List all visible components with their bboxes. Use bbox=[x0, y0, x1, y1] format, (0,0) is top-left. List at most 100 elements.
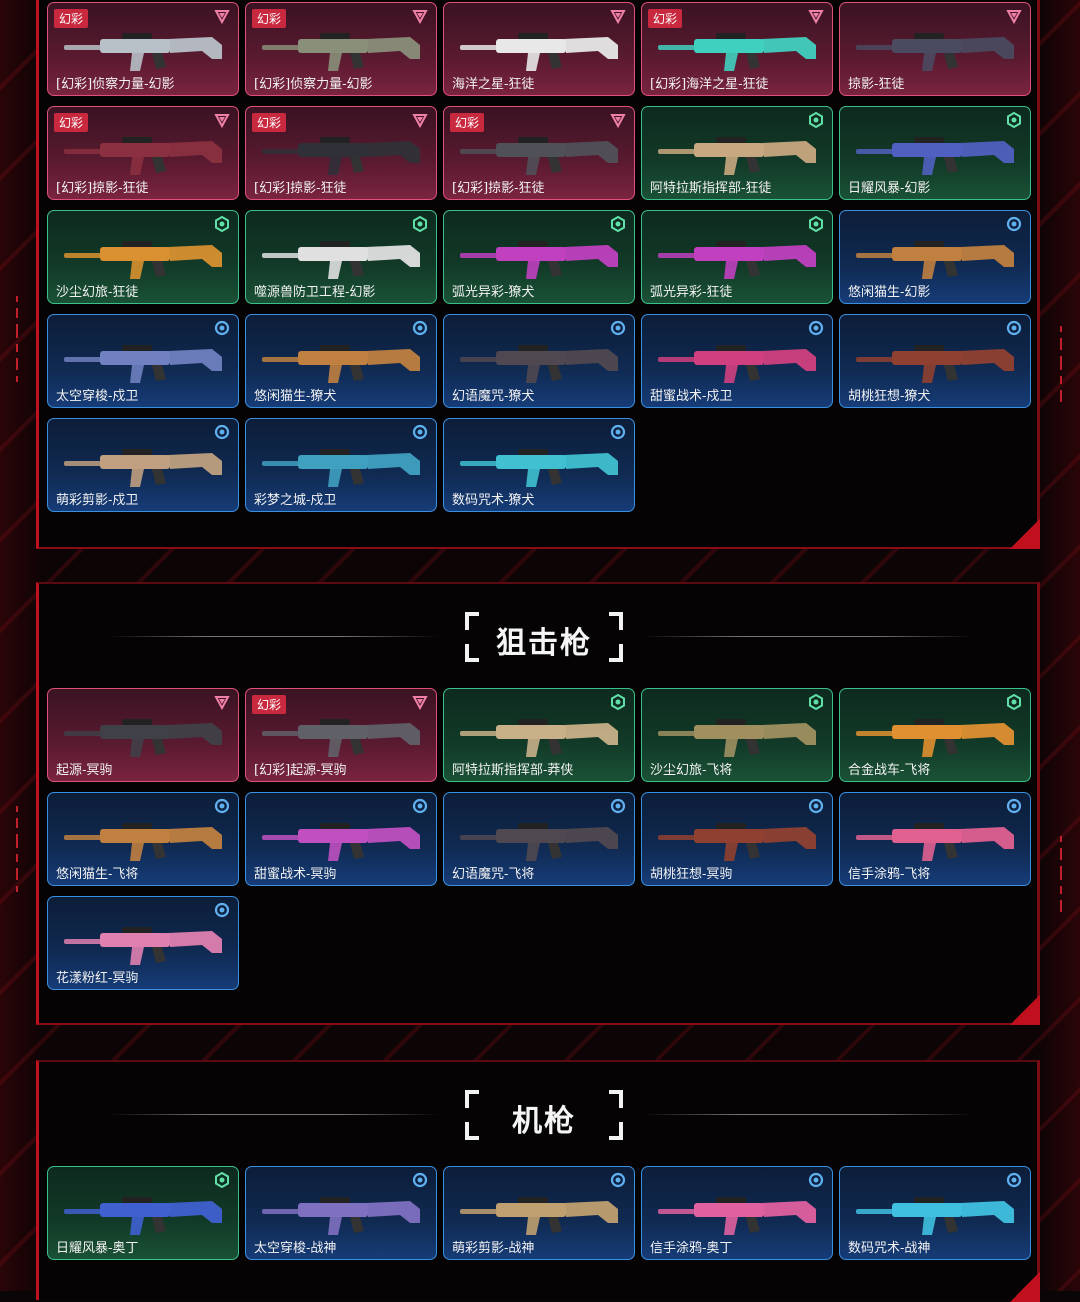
hexagon-rarity-icon bbox=[808, 111, 824, 129]
skin-name: 沙尘幻旅-飞将 bbox=[642, 761, 832, 781]
weapon-image bbox=[458, 129, 622, 179]
skin-name: 悠闲猫生-幻影 bbox=[840, 283, 1030, 303]
skin-card[interactable]: 数码咒术-战神 bbox=[839, 1166, 1031, 1260]
triangle-rarity-icon bbox=[214, 694, 230, 711]
variant-tag: 幻彩 bbox=[252, 113, 287, 132]
skin-card[interactable]: 海洋之星-狂徒 bbox=[443, 2, 635, 96]
weapon-image bbox=[260, 815, 424, 865]
variant-tag: 幻彩 bbox=[252, 9, 287, 28]
skin-card[interactable]: 太空穿梭-戍卫 bbox=[47, 314, 239, 408]
skin-card[interactable]: 沙尘幻旅-飞将 bbox=[641, 688, 833, 782]
skin-card[interactable]: 彩梦之城-戍卫 bbox=[245, 418, 437, 512]
skin-card[interactable]: 沙尘幻旅-狂徒 bbox=[47, 210, 239, 304]
skin-card[interactable]: 幻彩[幻彩]侦察力量-幻影 bbox=[47, 2, 239, 96]
skin-card[interactable]: 信手涂鸦-飞将 bbox=[839, 792, 1031, 886]
circle-rarity-icon bbox=[214, 320, 230, 336]
section-title: 狙击枪 bbox=[39, 612, 1043, 662]
skin-name: 起源-冥驹 bbox=[48, 761, 238, 781]
weapon-image bbox=[260, 711, 424, 761]
skin-name: 弧光异彩-狂徒 bbox=[642, 283, 832, 303]
circle-rarity-icon bbox=[214, 424, 230, 440]
skin-card[interactable]: 花漾粉红-冥驹 bbox=[47, 896, 239, 990]
skin-card[interactable]: 合金战车-飞将 bbox=[839, 688, 1031, 782]
skin-name: [幻彩]掠影-狂徒 bbox=[444, 179, 634, 199]
skin-card[interactable]: 掠影-狂徒 bbox=[839, 2, 1031, 96]
weapon-image bbox=[458, 711, 622, 761]
circle-rarity-icon bbox=[412, 1172, 428, 1188]
skin-name: 数码咒术-獠犬 bbox=[444, 491, 634, 511]
skin-card[interactable]: 幻语魔咒-飞将 bbox=[443, 792, 635, 886]
skin-name: 萌彩剪影-戍卫 bbox=[48, 491, 238, 511]
right-side-marks-2 bbox=[1058, 830, 1064, 918]
variant-tag: 幻彩 bbox=[54, 9, 89, 28]
skin-card[interactable]: 幻彩[幻彩]掠影-狂徒 bbox=[47, 106, 239, 200]
skin-card[interactable]: 萌彩剪影-戍卫 bbox=[47, 418, 239, 512]
bracket-left bbox=[463, 1090, 479, 1140]
skin-card[interactable]: 幻彩[幻彩]起源-冥驹 bbox=[245, 688, 437, 782]
skin-card[interactable]: 胡桃狂想-獠犬 bbox=[839, 314, 1031, 408]
mg-title: 机枪 bbox=[512, 1104, 576, 1139]
skin-card[interactable]: 信手涂鸦-奥丁 bbox=[641, 1166, 833, 1260]
skin-card[interactable]: 幻彩[幻彩]侦察力量-幻影 bbox=[245, 2, 437, 96]
hexagon-rarity-icon bbox=[214, 1171, 230, 1189]
skin-name: 太空穿梭-戍卫 bbox=[48, 387, 238, 407]
skin-card[interactable]: 数码咒术-獠犬 bbox=[443, 418, 635, 512]
skin-card[interactable]: 甜蜜战术-冥驹 bbox=[245, 792, 437, 886]
weapon-image bbox=[62, 129, 226, 179]
triangle-rarity-icon bbox=[412, 112, 428, 129]
skin-card[interactable]: 悠闲猫生-幻影 bbox=[839, 210, 1031, 304]
skin-card[interactable]: 悠闲猫生-飞将 bbox=[47, 792, 239, 886]
circle-rarity-icon bbox=[412, 320, 428, 336]
skin-name: 掠影-狂徒 bbox=[840, 75, 1030, 95]
skin-card[interactable]: 萌彩剪影-战神 bbox=[443, 1166, 635, 1260]
weapon-image bbox=[854, 129, 1018, 179]
skin-card[interactable]: 阿特拉斯指挥部-狂徒 bbox=[641, 106, 833, 200]
weapon-image bbox=[656, 129, 820, 179]
weapon-image bbox=[854, 337, 1018, 387]
hexagon-rarity-icon bbox=[412, 215, 428, 233]
skin-card[interactable]: 幻彩[幻彩]海洋之星-狂徒 bbox=[641, 2, 833, 96]
weapon-image bbox=[656, 337, 820, 387]
variant-tag: 幻彩 bbox=[252, 695, 287, 714]
left-side-marks-2 bbox=[14, 800, 20, 898]
skin-name: 合金战车-飞将 bbox=[840, 761, 1030, 781]
skin-card[interactable]: 日耀风暴-奥丁 bbox=[47, 1166, 239, 1260]
circle-rarity-icon bbox=[808, 320, 824, 336]
weapon-image bbox=[458, 233, 622, 283]
skin-card[interactable]: 幻彩[幻彩]掠影-狂徒 bbox=[245, 106, 437, 200]
variant-tag: 幻彩 bbox=[54, 113, 89, 132]
weapon-image bbox=[656, 1189, 820, 1239]
weapon-image bbox=[854, 25, 1018, 75]
skin-card[interactable]: 弧光异彩-獠犬 bbox=[443, 210, 635, 304]
hexagon-rarity-icon bbox=[610, 693, 626, 711]
skin-card[interactable]: 日耀风暴-幻影 bbox=[839, 106, 1031, 200]
triangle-rarity-icon bbox=[412, 8, 428, 25]
skin-name: 胡桃狂想-冥驹 bbox=[642, 865, 832, 885]
skin-card[interactable]: 悠闲猫生-獠犬 bbox=[245, 314, 437, 408]
skin-card[interactable]: 噬源兽防卫工程-幻影 bbox=[245, 210, 437, 304]
weapon-image bbox=[260, 1189, 424, 1239]
skin-card[interactable]: 幻语魔咒-獠犬 bbox=[443, 314, 635, 408]
hexagon-rarity-icon bbox=[1006, 111, 1022, 129]
skin-card[interactable]: 胡桃狂想-冥驹 bbox=[641, 792, 833, 886]
hexagon-rarity-icon bbox=[214, 215, 230, 233]
skin-card[interactable]: 幻彩[幻彩]掠影-狂徒 bbox=[443, 106, 635, 200]
skin-card[interactable]: 阿特拉斯指挥部-莽侠 bbox=[443, 688, 635, 782]
hexagon-rarity-icon bbox=[808, 693, 824, 711]
skin-card[interactable]: 太空穿梭-战神 bbox=[245, 1166, 437, 1260]
weapon-image bbox=[62, 711, 226, 761]
weapon-image bbox=[260, 25, 424, 75]
sniper-title: 狙击枪 bbox=[496, 626, 592, 661]
circle-rarity-icon bbox=[610, 424, 626, 440]
skin-card[interactable]: 起源-冥驹 bbox=[47, 688, 239, 782]
skin-card[interactable]: 弧光异彩-狂徒 bbox=[641, 210, 833, 304]
skin-name: 信手涂鸦-奥丁 bbox=[642, 1239, 832, 1259]
variant-tag: 幻彩 bbox=[648, 9, 683, 28]
circle-rarity-icon bbox=[610, 1172, 626, 1188]
weapon-image bbox=[260, 441, 424, 491]
skin-name: 幻语魔咒-飞将 bbox=[444, 865, 634, 885]
circle-rarity-icon bbox=[610, 320, 626, 336]
hexagon-rarity-icon bbox=[808, 215, 824, 233]
triangle-rarity-icon bbox=[808, 8, 824, 25]
skin-card[interactable]: 甜蜜战术-戍卫 bbox=[641, 314, 833, 408]
